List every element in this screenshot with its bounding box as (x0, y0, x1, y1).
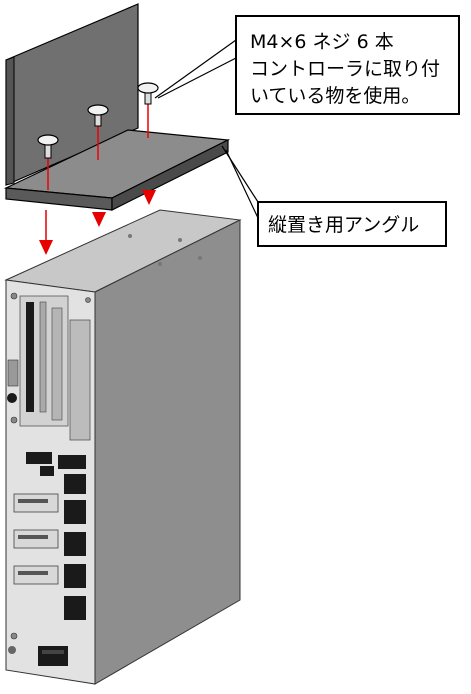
controller-side (94, 219, 241, 685)
bracket-callout: 縦置き用アングル (221, 145, 447, 247)
vertical-mount-bracket (3, 3, 231, 211)
screws-callout-line-1: M4×6 ネジ 6 本 (250, 31, 394, 53)
screw-icon (87, 104, 109, 160)
svg-text:M4×6 ネジ 6 本: M4×6 ネジ 6 本 (250, 31, 394, 53)
screws (37, 82, 159, 190)
arrow-down-icon (92, 212, 106, 227)
controller-unit (4, 209, 242, 685)
drive-bays (13, 452, 86, 620)
bracket-callout-label: 縦置き用アングル (268, 214, 419, 236)
power-connector (38, 646, 68, 666)
bracket-side-edge (111, 139, 229, 211)
expansion-slots (7, 295, 91, 441)
svg-text:いている物を使用。: いている物を使用。 (250, 85, 420, 107)
arrow-down-icon (142, 190, 156, 205)
svg-text:縦置き用アングル: 縦置き用アングル (268, 214, 419, 236)
svg-text:コントローラに取り付: コントローラに取り付 (250, 58, 440, 80)
bracket-back-plate-edge (5, 56, 15, 186)
arrow-down-icon (39, 210, 53, 255)
screws-callout-line-3: いている物を使用。 (250, 85, 420, 107)
screws-callout: M4×6 ネジ 6 本 コントローラに取り付 いている物を使用。 (154, 15, 460, 115)
screw-icon (137, 82, 159, 138)
screw-icon (37, 134, 59, 190)
screws-callout-line-2: コントローラに取り付 (250, 58, 440, 80)
mounting-arrows (39, 190, 156, 255)
